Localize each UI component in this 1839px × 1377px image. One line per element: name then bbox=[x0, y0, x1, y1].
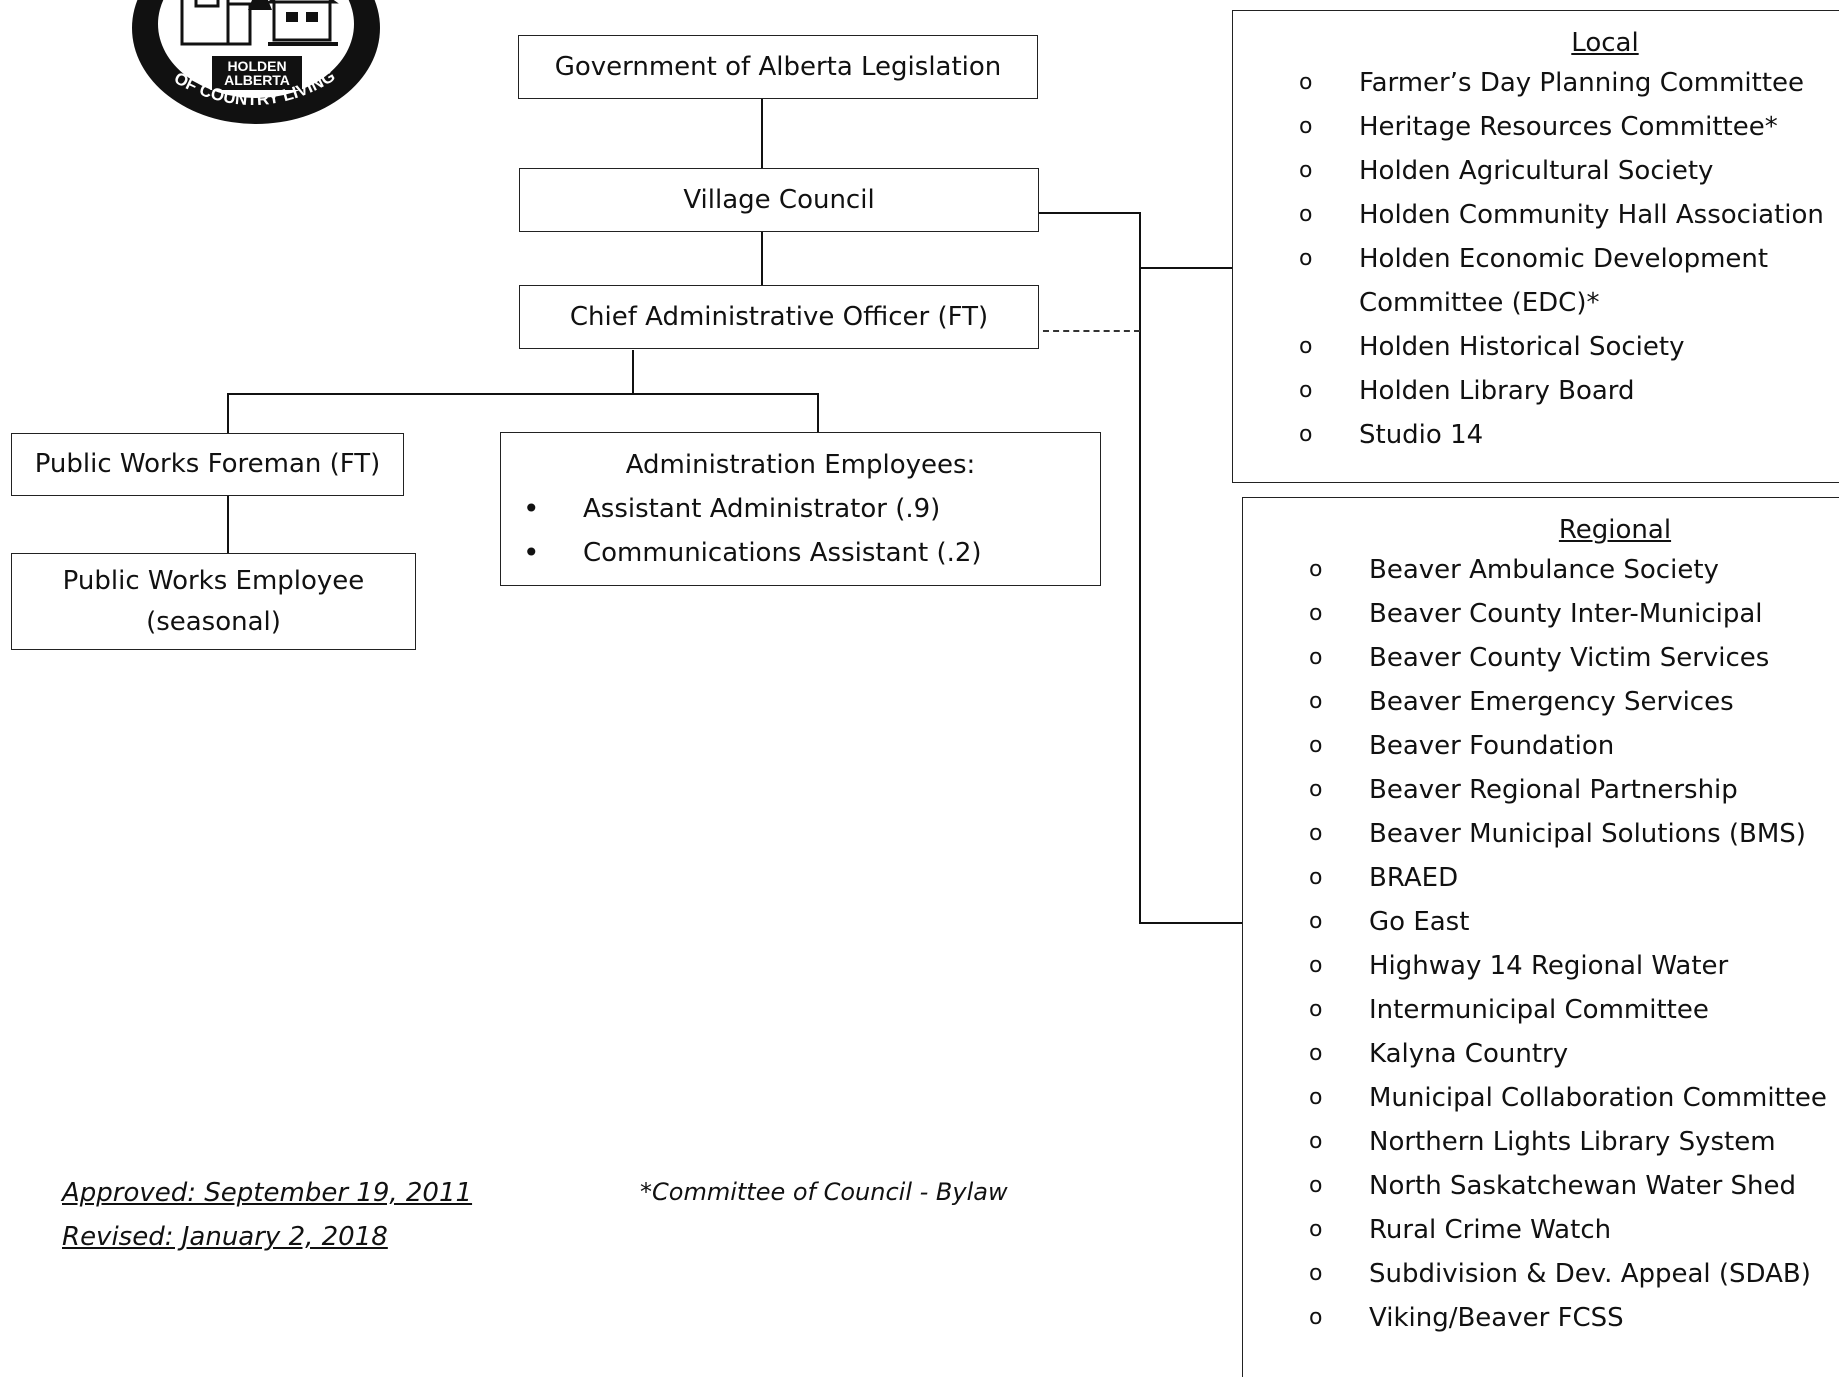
circle-bullet-icon: o bbox=[1309, 601, 1323, 626]
logo-line1: HOLDEN bbox=[227, 58, 286, 74]
circle-bullet-icon: o bbox=[1309, 1173, 1323, 1198]
council-box: Village Council bbox=[519, 168, 1039, 232]
logo-line2: ALBERTA bbox=[224, 72, 290, 88]
circle-bullet-icon: o bbox=[1309, 909, 1323, 934]
administration-title: Administration Employees: bbox=[625, 450, 976, 480]
public-works-employee-label: Public Works Employee bbox=[62, 566, 365, 597]
circle-bullet-icon: o bbox=[1309, 821, 1323, 846]
government-box: Government of Alberta Legislation bbox=[518, 35, 1038, 99]
circle-bullet-icon: o bbox=[1309, 1217, 1323, 1242]
circle-bullet-icon: o bbox=[1309, 733, 1323, 758]
circle-bullet-icon: o bbox=[1309, 1085, 1323, 1110]
connector-branch-horizontal bbox=[227, 393, 819, 395]
public-works-foreman-box: Public Works Foreman (FT) bbox=[11, 433, 404, 496]
connector-council-right bbox=[1039, 212, 1141, 214]
circle-bullet-icon: o bbox=[1309, 953, 1323, 978]
regional-title: Regional bbox=[1558, 515, 1672, 545]
circle-bullet-icon: o bbox=[1309, 865, 1323, 890]
public-works-foreman-label: Public Works Foreman (FT) bbox=[34, 449, 381, 480]
connector-branch-left bbox=[227, 393, 229, 433]
circle-bullet-icon: o bbox=[1299, 334, 1313, 359]
connector-cao-branch bbox=[632, 350, 634, 393]
circle-bullet-icon: o bbox=[1299, 70, 1313, 95]
circle-bullet-icon: o bbox=[1309, 1305, 1323, 1330]
bullet-icon: • bbox=[523, 492, 540, 525]
administration-box: Administration Employees: •Assistant Adm… bbox=[500, 432, 1101, 586]
circle-bullet-icon: o bbox=[1299, 114, 1313, 139]
circle-bullet-icon: o bbox=[1309, 1261, 1323, 1286]
circle-bullet-icon: o bbox=[1299, 202, 1313, 227]
circle-bullet-icon: o bbox=[1309, 1041, 1323, 1066]
revised-date: Revised: January 2, 2018 bbox=[62, 1222, 388, 1252]
circle-bullet-icon: o bbox=[1309, 997, 1323, 1022]
connector-council-cao bbox=[761, 232, 763, 286]
circle-bullet-icon: o bbox=[1309, 777, 1323, 802]
council-label: Village Council bbox=[683, 184, 875, 215]
public-works-employee-box: Public Works Employee (seasonal) bbox=[11, 553, 416, 650]
cao-label: Chief Administrative Officer (FT) bbox=[569, 301, 989, 332]
circle-bullet-icon: o bbox=[1299, 422, 1313, 447]
cao-box: Chief Administrative Officer (FT) bbox=[519, 285, 1039, 349]
connector-branch-right bbox=[817, 393, 819, 433]
administration-list: •Assistant Administrator (.9) •Communica… bbox=[501, 487, 1100, 575]
circle-bullet-icon: o bbox=[1309, 645, 1323, 670]
circle-bullet-icon: o bbox=[1309, 689, 1323, 714]
connector-to-local bbox=[1139, 267, 1233, 269]
list-item: •Communications Assistant (.2) bbox=[523, 531, 1100, 575]
connector-foreman-employee bbox=[227, 496, 229, 553]
circle-bullet-icon: o bbox=[1299, 246, 1313, 271]
circle-bullet-icon: o bbox=[1299, 378, 1313, 403]
local-title: Local bbox=[1571, 28, 1639, 58]
connector-committees-trunk bbox=[1139, 212, 1141, 924]
circle-bullet-icon: o bbox=[1309, 557, 1323, 582]
holden-logo: HOLDEN ALBERTA OF COUNTRY LIVING bbox=[132, 0, 380, 124]
connector-to-regional bbox=[1139, 922, 1253, 924]
approved-date: Approved: September 19, 2011 bbox=[62, 1178, 473, 1208]
committee-footnote: *Committee of Council - Bylaw bbox=[640, 1178, 1008, 1206]
circle-bullet-icon: o bbox=[1309, 1129, 1323, 1154]
list-item: •Assistant Administrator (.9) bbox=[523, 487, 1100, 531]
bullet-icon: • bbox=[523, 536, 540, 569]
public-works-employee-sublabel: (seasonal) bbox=[146, 606, 281, 637]
connector-gov-council bbox=[761, 99, 763, 169]
circle-bullet-icon: o bbox=[1299, 158, 1313, 183]
government-label: Government of Alberta Legislation bbox=[554, 51, 1002, 82]
